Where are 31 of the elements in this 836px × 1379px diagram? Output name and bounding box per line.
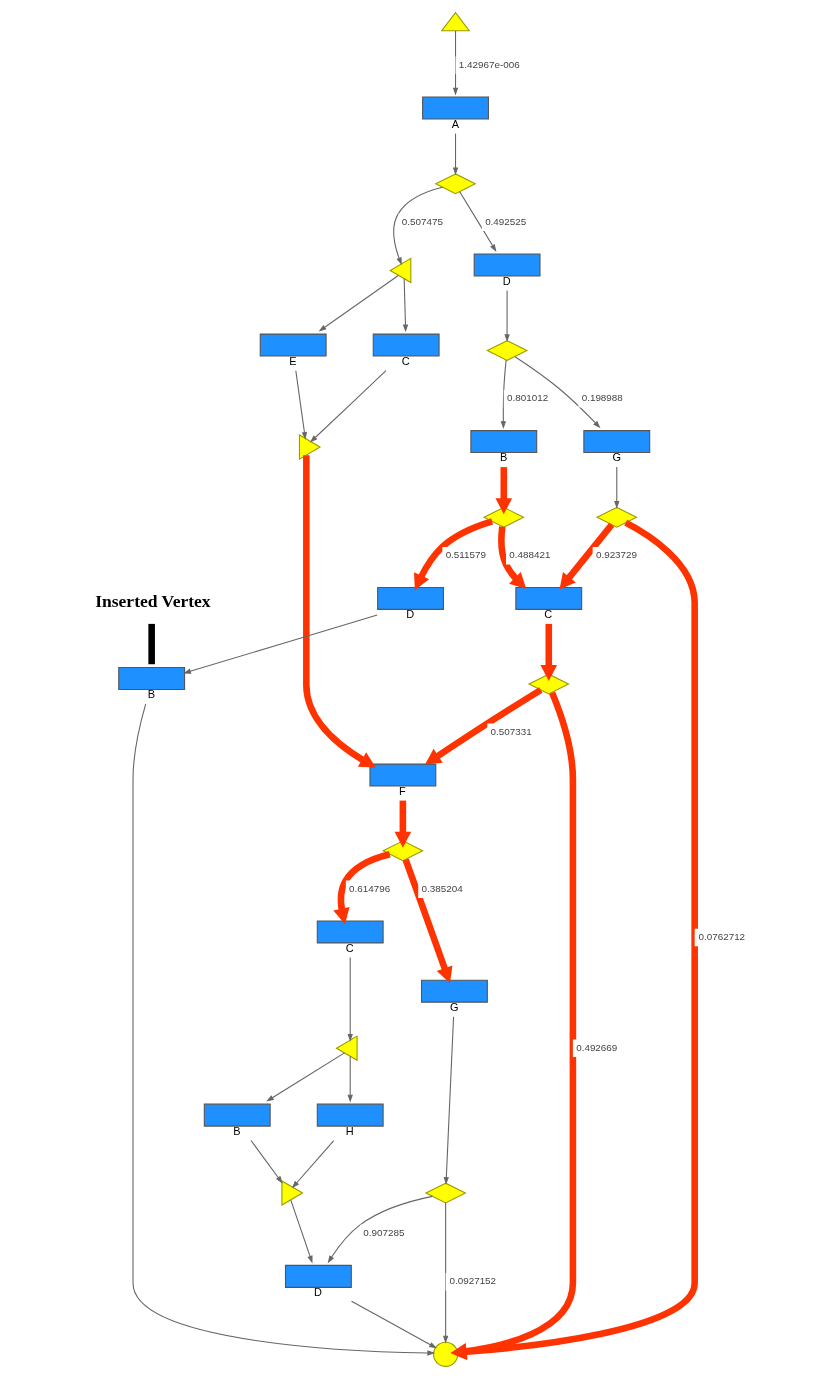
node-label: D xyxy=(405,608,414,621)
edge-label: 0.492669 xyxy=(575,1041,617,1053)
node-label: C xyxy=(543,608,552,621)
edge-label: 0.923729 xyxy=(595,549,637,561)
edge-label: 0.801012 xyxy=(506,392,548,404)
edge-label: 0.511579 xyxy=(445,549,486,561)
edge-label: 0.385204 xyxy=(421,882,463,894)
node-label: C xyxy=(401,354,410,367)
node-label: B xyxy=(147,688,155,701)
edge-label: 0.507331 xyxy=(490,725,532,737)
edge-label: 0.0762712 xyxy=(698,930,745,942)
node-label: G xyxy=(611,451,621,464)
node-label: H xyxy=(345,1124,354,1137)
edge-label: 0.198988 xyxy=(581,392,623,404)
node-label: D xyxy=(502,274,511,287)
node-label: F xyxy=(398,784,406,797)
node-label: D xyxy=(313,1286,322,1299)
edge-label: 0.907285 xyxy=(362,1227,404,1239)
edge-label: 1.42967e-006 xyxy=(458,58,520,70)
edge-label: 0.614796 xyxy=(348,882,390,894)
edge-label: 0.0927152 xyxy=(448,1275,496,1287)
node-text: Inserted Vertex xyxy=(94,591,211,612)
node-label: C xyxy=(345,941,354,954)
edge-label: 0.507475 xyxy=(401,215,443,227)
node-label: B xyxy=(232,1124,241,1137)
node-label: G xyxy=(449,1000,459,1013)
node-label: B xyxy=(499,451,507,464)
edge-label: 0.492525 xyxy=(484,215,526,227)
edge-label: 0.488421 xyxy=(508,549,550,561)
node-label: E xyxy=(288,354,297,367)
node-label: A xyxy=(451,117,459,130)
